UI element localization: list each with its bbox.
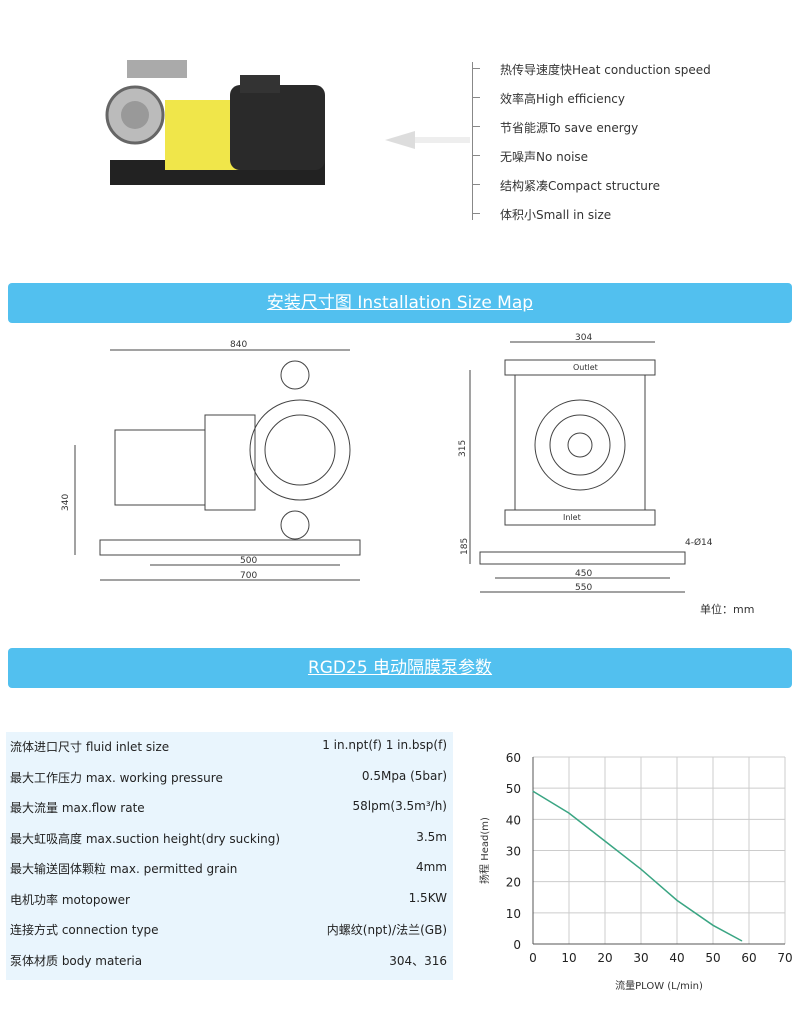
svg-text:450: 450 — [575, 569, 592, 579]
data-point — [640, 868, 642, 870]
installation-banner: 安装尺寸图 Installation Size Map — [8, 283, 792, 323]
spec-label: 最大流量 max.flow rate — [10, 801, 145, 815]
svg-text:340: 340 — [61, 494, 71, 511]
svg-text:Outlet: Outlet — [573, 363, 598, 372]
feature-tick — [472, 97, 480, 98]
arrow-icon — [385, 131, 470, 149]
feature-tick — [472, 68, 480, 69]
svg-text:500: 500 — [240, 556, 257, 566]
spec-label: 最大工作压力 max. working pressure — [10, 770, 223, 785]
front-view-drawing: 304 Outlet Inlet 315 185 450 550 4-Ø14 — [458, 333, 713, 593]
x-tick-label: 10 — [561, 951, 576, 965]
feature-tick — [472, 213, 480, 214]
spec-label: 最大输送固体颗粒 max. permitted grain — [10, 862, 238, 876]
spec-value: 0.5Mpa (5bar) — [361, 768, 447, 783]
feature-item: 热传导速度快Heat conduction speed — [500, 63, 711, 77]
x-tick-label: 60 — [741, 951, 756, 965]
svg-text:840: 840 — [230, 340, 247, 350]
svg-text:Inlet: Inlet — [563, 513, 581, 522]
svg-text:304: 304 — [575, 333, 592, 343]
feature-line — [472, 62, 473, 220]
x-tick-label: 30 — [633, 951, 648, 965]
y-tick-label: 10 — [506, 907, 521, 921]
feature-item: 结构紧凑Compact structure — [500, 179, 660, 193]
y-tick-label: 20 — [506, 876, 521, 890]
spec-label: 连接方式 connection type — [10, 923, 159, 937]
x-tick-label: 70 — [777, 951, 792, 965]
svg-text:185: 185 — [460, 538, 470, 555]
svg-text:315: 315 — [458, 440, 468, 457]
x-tick-label: 0 — [529, 951, 537, 965]
y-tick-label: 0 — [513, 938, 521, 952]
feature-item: 节省能源To save energy — [500, 121, 639, 135]
feature-item: 效率高High efficiency — [500, 92, 625, 106]
spec-value: 304、316 — [389, 953, 447, 968]
spec-value: 3.5m — [416, 829, 447, 844]
data-point — [712, 924, 714, 926]
spec-value: 1.5KW — [408, 890, 447, 905]
y-axis-label: 扬程 Head(m) — [478, 817, 491, 884]
x-axis-label: 流量PLOW (L/min) — [615, 979, 703, 992]
x-tick-label: 40 — [669, 951, 684, 965]
data-point — [568, 812, 570, 814]
spec-value: 4mm — [415, 860, 447, 874]
pump-photo — [105, 60, 325, 185]
spec-label: 流体进口尺寸 fluid inlet size — [10, 740, 170, 754]
data-point — [676, 899, 678, 901]
spec-value: 内螺纹(npt)/法兰(GB) — [326, 923, 447, 937]
feature-tick — [472, 184, 480, 185]
head-flow-chart: 0 10 20 30 40 50 60 70 0 10 20 30 40 50 60 流量PLOW (L/mi… — [478, 751, 793, 992]
unit-label: 单位：mm — [700, 603, 755, 616]
spec-label: 最大虹吸高度 max.suction height(dry sucking) — [10, 831, 281, 846]
params-banner: RGD25 电动隔膜泵参数 — [8, 648, 792, 688]
spec-label: 电机功率 motopower — [10, 892, 130, 907]
data-point — [604, 840, 606, 842]
feature-tick — [472, 155, 480, 156]
spec-value: 1 in.npt(f) 1 in.bsp(f) — [322, 738, 447, 752]
spec-label: 泵体材质 body materia — [10, 953, 143, 968]
data-point — [741, 940, 743, 942]
svg-text:4-Ø14: 4-Ø14 — [685, 537, 713, 548]
feature-item: 体积小Small in size — [500, 208, 612, 222]
x-tick-label: 20 — [597, 951, 612, 965]
y-tick-label: 40 — [506, 813, 521, 827]
y-tick-label: 50 — [506, 782, 521, 796]
svg-text:550: 550 — [575, 583, 592, 593]
series-line — [532, 790, 743, 942]
y-tick-label: 60 — [506, 751, 521, 765]
feature-tick — [472, 126, 480, 127]
data-point — [532, 790, 534, 792]
spec-table — [6, 732, 453, 980]
side-view-drawing: 840 500 700 340 — [61, 340, 361, 581]
x-tick-label: 50 — [705, 951, 720, 965]
spec-value: 58lpm(3.5m³/h) — [352, 799, 447, 813]
y-tick-label: 30 — [506, 845, 521, 859]
svg-text:700: 700 — [240, 571, 257, 581]
feature-item: 无噪声No noise — [500, 150, 589, 164]
